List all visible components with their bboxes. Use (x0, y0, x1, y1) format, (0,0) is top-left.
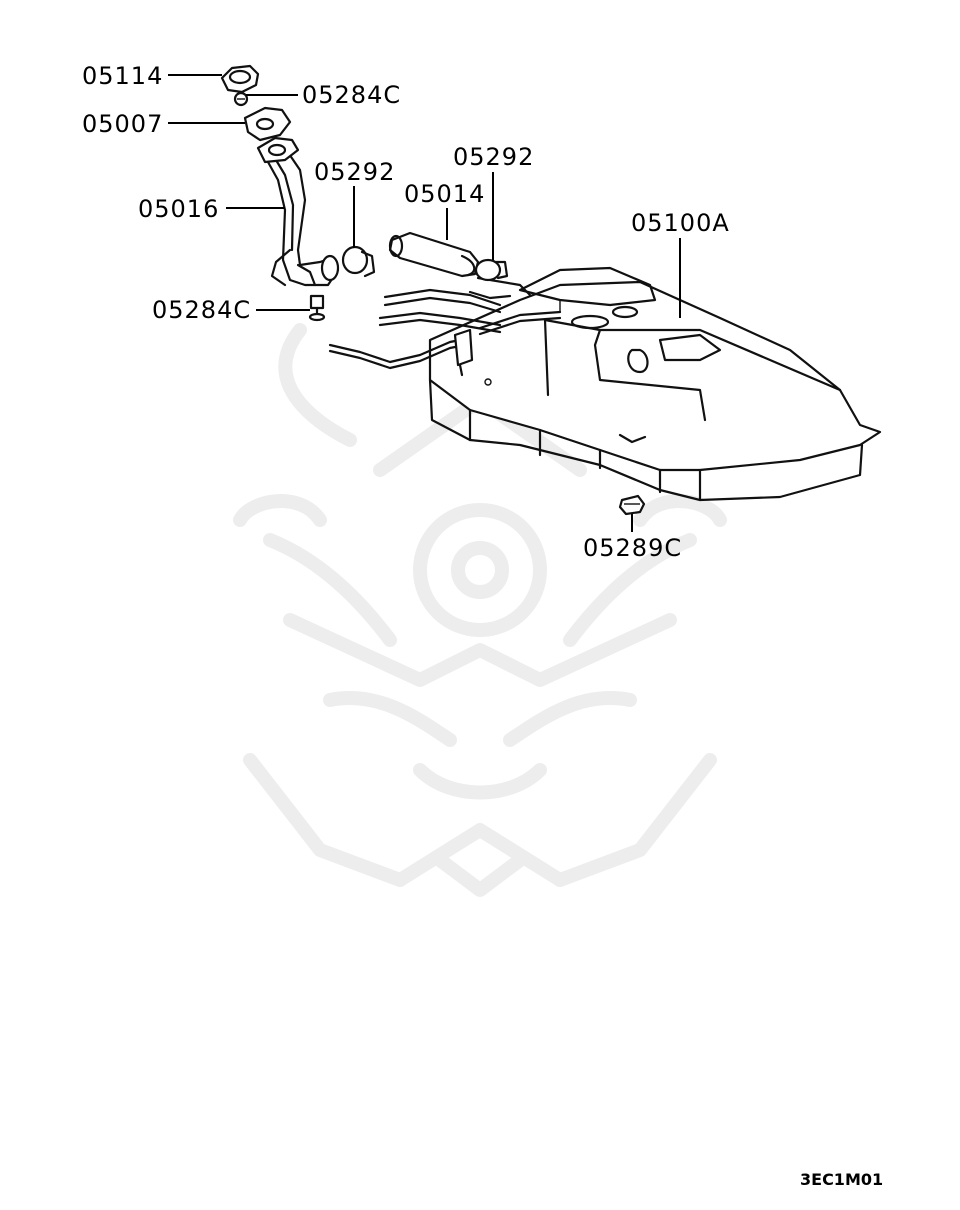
hose-clamp-right (474, 258, 509, 282)
label-05289c: 05289C (583, 534, 682, 562)
figure-code: 3EC1M01 (800, 1170, 883, 1189)
drain-nut (618, 494, 646, 516)
label-05114: 05114 (82, 62, 163, 90)
label-05284c-bottom: 05284C (152, 296, 251, 324)
filler-hose (388, 231, 480, 278)
screw-top (233, 91, 249, 107)
filler-neck (266, 146, 340, 287)
hose-clamp-left (341, 245, 376, 278)
label-05007: 05007 (82, 110, 163, 138)
watermark-logo (233, 323, 727, 897)
label-05292-left: 05292 (314, 158, 395, 186)
label-05292-right: 05292 (453, 143, 534, 171)
fuel-lines (328, 276, 562, 377)
label-05016: 05016 (138, 195, 219, 223)
fuel-cap (220, 64, 260, 94)
label-05284c-top: 05284C (302, 81, 401, 109)
label-05014: 05014 (404, 180, 485, 208)
label-05100a: 05100A (631, 209, 730, 237)
leader-lines (168, 74, 681, 532)
filler-flange (243, 106, 300, 164)
fuel-tank (428, 266, 882, 502)
bolt-bottom (308, 294, 326, 322)
